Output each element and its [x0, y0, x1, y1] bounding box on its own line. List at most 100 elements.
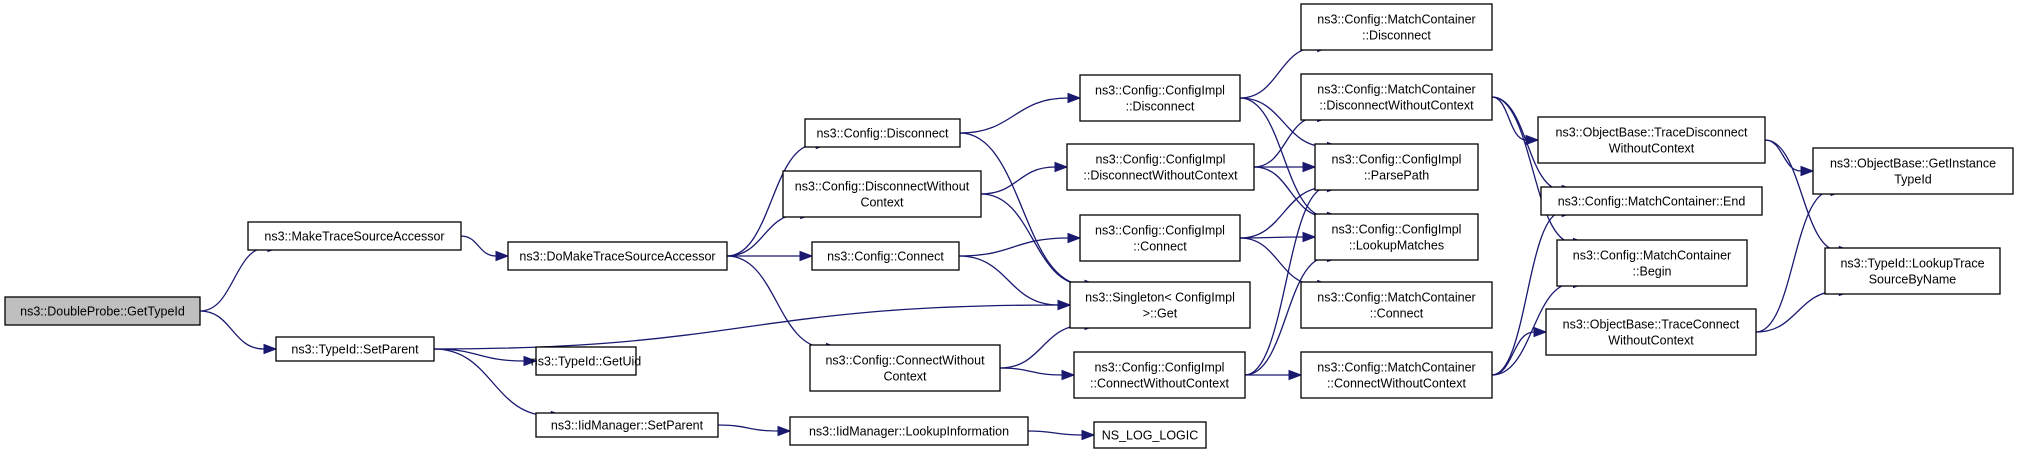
node-label: ns3::DoubleProbe::GetTypeId: [20, 305, 185, 319]
node-label: ns3::Config::Connect: [827, 250, 944, 264]
node-label: ns3::Config::ConfigImpl: [1332, 223, 1462, 237]
edge-n0-to-n1: [199, 241, 282, 312]
edge-line: [980, 193, 1086, 286]
edge-n16-to-n22: [1245, 369, 1303, 381]
node-ns3-config-configimpl-connect[interactable]: ns3::Config::ConfigImpl::Connect: [1079, 214, 1241, 262]
node-label: ns3::TypeId::LookupTrace: [1840, 257, 1984, 271]
node-label: WithoutContext: [1608, 334, 1694, 348]
node-ns3-typeid-setparent[interactable]: ns3::TypeId::SetParent: [275, 336, 435, 362]
node-box: [275, 336, 435, 362]
node-box: [535, 346, 637, 376]
edge-n22-to-n26: [1491, 326, 1548, 376]
node-ns3-config-configimpl-connectwithoutcontext[interactable]: ns3::Config::ConfigImpl::ConnectWithoutC…: [1073, 351, 1246, 399]
node-box: [1556, 239, 1748, 287]
edge-n13-to-n19: [1254, 161, 1317, 173]
node-ns3-config-disconnectwithoutcontext[interactable]: ns3::Config::DisconnectWithoutContext: [782, 170, 982, 218]
node-label: >::Get: [1143, 307, 1178, 321]
node-label: ns3::Config::MatchContainer::End: [1558, 195, 1746, 209]
edge-line: [999, 324, 1086, 369]
node-label: ns3::Config::DisconnectWithout: [795, 180, 970, 194]
node-label: ::Disconnect: [1362, 29, 1431, 43]
node-box: [1066, 143, 1255, 191]
node-ns3-config-matchcontainer-connectwithoutcontext[interactable]: ns3::Config::MatchContainer::ConnectWith…: [1300, 351, 1493, 399]
node-ns-log-logic[interactable]: NS_LOG_LOGIC: [1093, 421, 1207, 449]
node-label: ns3::Config::MatchContainer: [1317, 83, 1475, 97]
edge-line: [1239, 237, 1318, 286]
edge-n1-to-n3: [460, 235, 510, 262]
node-label: Context: [860, 196, 904, 210]
edge-line: [999, 367, 1063, 376]
arrowhead-icon: [1288, 369, 1303, 381]
node-ns3-objectbase-tracedisconnectwithoutcontext[interactable]: ns3::ObjectBase::TraceDisconnectWithoutC…: [1537, 116, 1766, 164]
node-label: ns3::IidManager::LookupInformation: [809, 425, 1009, 439]
node-label: ns3::Config::ConfigImpl: [1096, 153, 1226, 167]
edge-line: [1491, 96, 1574, 244]
arrowhead-icon: [1054, 161, 1069, 173]
edge-n23-to-n27: [1764, 139, 1815, 177]
node-box: [1300, 281, 1493, 329]
node-ns3-iidmanager-lookupinformation[interactable]: ns3::IidManager::LookupInformation: [789, 416, 1029, 446]
node-box: [1300, 3, 1493, 51]
node-ns3-config-configimpl-lookupmatches[interactable]: ns3::Config::ConfigImpl::LookupMatches: [1314, 213, 1479, 261]
node-label: TypeId: [1894, 173, 1932, 187]
node-box: [809, 344, 1001, 392]
node-ns3-config-configimpl-disconnectwithoutcontext[interactable]: ns3::Config::ConfigImpl::DisconnectWitho…: [1066, 143, 1255, 191]
node-box: [1314, 213, 1479, 261]
node-ns3-config-matchcontainer-disconnect[interactable]: ns3::Config::MatchContainer::Disconnect: [1300, 3, 1493, 51]
node-label: ns3::Singleton< ConfigImpl: [1085, 291, 1235, 305]
node-ns3-maketracesourceaccessor[interactable]: ns3::MakeTraceSourceAccessor: [247, 221, 462, 251]
edge-n5-to-n13: [980, 161, 1069, 195]
node-label: ns3::Config::Disconnect: [816, 127, 949, 141]
edge-line: [959, 132, 1086, 286]
edge-n3-to-n6: [726, 250, 814, 262]
node-label: WithoutContext: [1609, 142, 1695, 156]
arrowhead-icon: [1061, 369, 1076, 381]
edge-line: [958, 237, 1069, 257]
node-label: ::Disconnect: [1126, 100, 1195, 114]
node-box: [1300, 351, 1493, 399]
node-ns3-typeid-getuid[interactable]: ns3::TypeId::GetUid: [531, 346, 642, 376]
node-box: [804, 118, 961, 148]
arrowhead-icon: [799, 250, 814, 262]
node-box: [789, 416, 1029, 446]
node-box: [1073, 351, 1246, 399]
node-ns3-config-matchcontainer-connect[interactable]: ns3::Config::MatchContainer::Connect: [1300, 281, 1493, 329]
node-label: ::LookupMatches: [1349, 239, 1444, 253]
node-ns3-config-matchcontainer-disconnectwithoutcontext[interactable]: ns3::Config::MatchContainer::DisconnectW…: [1300, 73, 1493, 121]
node-label: ::Connect: [1370, 307, 1424, 321]
nodes-layer: ns3::DoubleProbe::GetTypeId ns3::MakeTrac…: [4, 3, 2014, 449]
edge-n0-to-n2: [199, 310, 278, 355]
node-ns3-config-connect[interactable]: ns3::Config::Connect: [811, 241, 960, 271]
node-ns3-singleton-configimpl-get[interactable]: ns3::Singleton< ConfigImpl>::Get: [1069, 281, 1251, 329]
node-ns3-config-matchcontainer-begin[interactable]: ns3::Config::MatchContainer::Begin: [1556, 239, 1748, 287]
node-ns3-domaketracesourceaccessor[interactable]: ns3::DoMakeTraceSourceAccessor: [507, 241, 728, 271]
node-ns3-iidmanager-setparent[interactable]: ns3::IidManager::SetParent: [535, 412, 719, 438]
node-ns3-config-connectwithoutcontext[interactable]: ns3::Config::ConnectWithoutContext: [809, 344, 1001, 392]
edge-n7-to-n16: [999, 367, 1076, 381]
node-ns3-config-disconnect[interactable]: ns3::Config::Disconnect: [804, 118, 961, 148]
edge-line: [1491, 96, 1527, 141]
node-label: ns3::TypeId::GetUid: [531, 355, 642, 369]
edge-line: [726, 143, 817, 257]
node-label: ns3::ObjectBase::TraceDisconnect: [1556, 126, 1749, 140]
node-box: [507, 241, 728, 271]
node-ns3-config-matchcontainer-end[interactable]: ns3::Config::MatchContainer::End: [1540, 186, 1763, 216]
edge-line: [958, 255, 1059, 306]
arrowhead-icon: [1533, 326, 1548, 338]
node-ns3-doubleprobe-gettypeid[interactable]: ns3::DoubleProbe::GetTypeId: [4, 296, 201, 326]
arrowhead-icon: [1302, 231, 1317, 243]
node-ns3-config-configimpl-parsepath[interactable]: ns3::Config::ConfigImpl::ParsePath: [1314, 143, 1479, 191]
edge-line: [1027, 430, 1083, 436]
node-ns3-config-configimpl-disconnect[interactable]: ns3::Config::ConfigImpl::Disconnect: [1079, 74, 1241, 122]
node-label: ns3::Config::ConnectWithout: [825, 354, 985, 368]
node-ns3-objectbase-traceconnectwithoutcontext[interactable]: ns3::ObjectBase::TraceConnectWithoutCont…: [1545, 308, 1757, 356]
edge-line: [460, 235, 497, 257]
edge-line: [980, 166, 1056, 195]
arrowhead-icon: [263, 343, 278, 355]
node-label: ::ConnectWithoutContext: [1327, 377, 1466, 391]
edge-n10-to-n11: [1027, 429, 1096, 441]
node-label: Context: [883, 370, 927, 384]
